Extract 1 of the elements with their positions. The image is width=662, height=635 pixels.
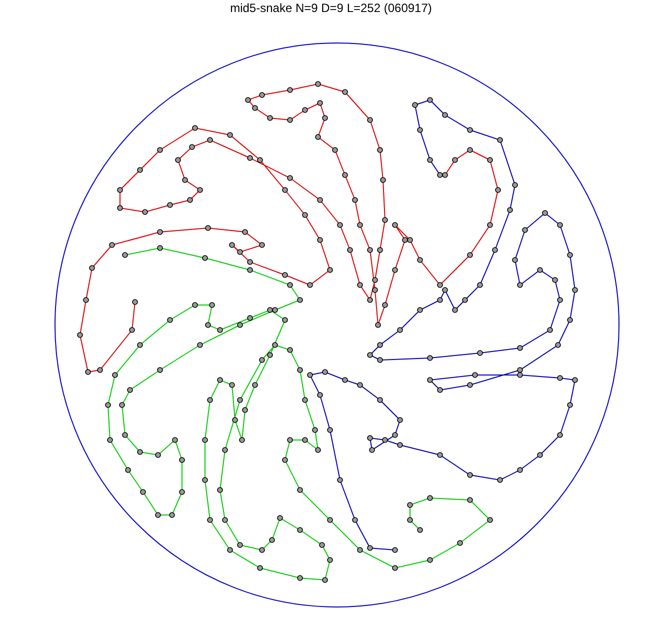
chart-title: mid5-snake N=9 D=9 L=252 (060917): [230, 1, 432, 15]
